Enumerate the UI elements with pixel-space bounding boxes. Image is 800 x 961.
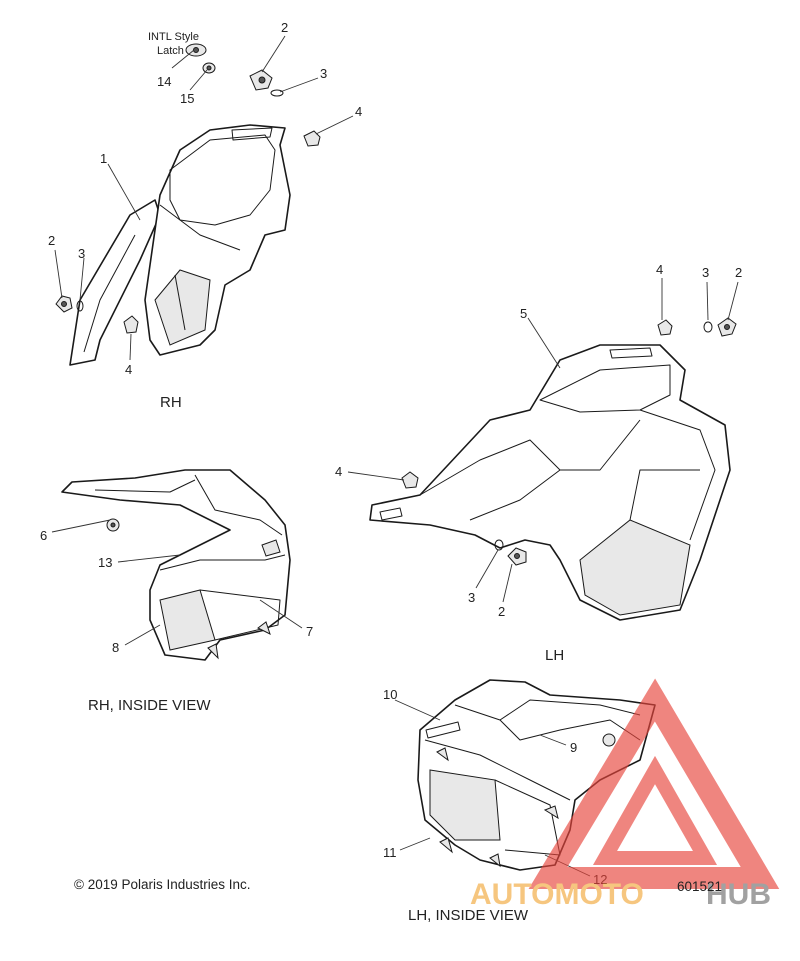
callout-3-top: 3 [320, 66, 327, 81]
callout-3-lh-top: 3 [702, 265, 709, 280]
callout-14: 14 [157, 74, 171, 89]
callout-5: 5 [520, 306, 527, 321]
intl-style-note-line1: INTL Style [148, 31, 199, 43]
lh-inside-view-assembly [417, 679, 656, 871]
callout-4-top: 4 [355, 104, 362, 119]
watermark-triangle-icon [528, 678, 780, 889]
callout-3-rh: 3 [78, 246, 85, 261]
view-label-lh-inside: LH, INSIDE VIEW [408, 907, 529, 924]
intl-style-note-line2: Latch [157, 45, 184, 57]
callout-1: 1 [100, 151, 107, 166]
callout-10: 10 [383, 687, 397, 702]
lh-side-panel-assembly [369, 317, 737, 621]
view-label-rh: RH [160, 394, 182, 411]
callout-11: 11 [383, 845, 397, 860]
callout-3-lh-bottom: 3 [468, 590, 475, 605]
callout-2-top: 2 [281, 20, 288, 35]
callout-2-lh-bottom: 2 [498, 604, 505, 619]
callout-4-rh: 4 [125, 362, 132, 377]
watermark-text-part1: AUTOMOTO [470, 878, 644, 911]
callout-15: 15 [180, 91, 194, 106]
callout-7: 7 [306, 624, 313, 639]
callout-4-lh-left: 4 [335, 464, 342, 479]
view-label-lh: LH [545, 647, 564, 664]
callout-8: 8 [112, 640, 119, 655]
callout-13: 13 [98, 555, 112, 570]
callout-2-lh-top: 2 [735, 265, 742, 280]
callout-2-rh: 2 [48, 233, 55, 248]
view-labels: RH LH RH, INSIDE VIEW LH, INSIDE VIEW [88, 394, 564, 924]
watermark-text-part2: HUB [706, 878, 771, 911]
callout-6: 6 [40, 528, 47, 543]
callout-4-lh-top: 4 [656, 262, 663, 277]
watermark-inner-triangle-icon [592, 755, 718, 865]
callout-9: 9 [570, 740, 577, 755]
copyright-notice: © 2019 Polaris Industries Inc. [74, 877, 251, 892]
callout-numbers: INTL Style Latch 14 15 2 3 4 1 2 3 4 4 3… [40, 20, 742, 887]
rh-inside-view-assembly [61, 469, 291, 661]
diagram-number: 601521 [677, 879, 722, 894]
view-label-rh-inside: RH, INSIDE VIEW [88, 697, 211, 714]
automotohub-watermark: AUTOMOTO HUB [470, 678, 780, 911]
rh-side-panel-assembly [55, 43, 321, 366]
